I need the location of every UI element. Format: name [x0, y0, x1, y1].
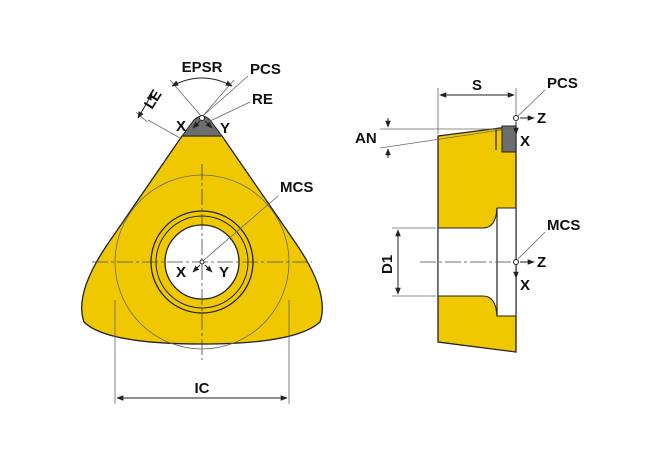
mcs-side-label: MCS: [547, 217, 580, 234]
an-label: AN: [355, 130, 377, 147]
pcs-front-point: [199, 115, 205, 121]
ic-label: IC: [195, 380, 210, 397]
center-x-label: X: [176, 264, 186, 281]
an-ray-angled: [379, 127, 515, 149]
mcs-front-point: [199, 259, 205, 265]
mcs-side-leader: [517, 231, 546, 260]
center-y-label: Y: [219, 264, 229, 281]
pcs-side-leader: [517, 89, 546, 117]
mid-x-label: X: [520, 277, 530, 294]
le-label: LE: [141, 87, 166, 112]
re-label: RE: [252, 91, 273, 108]
epsr-ray-left: [169, 79, 203, 118]
epsr-arc: [171, 77, 233, 87]
epsr-label: EPSR: [182, 59, 223, 76]
le-dimension-line: [137, 93, 153, 119]
mcs-front-leader: [203, 195, 279, 261]
tip-y-arrow: [204, 120, 213, 129]
le-ext-2: [147, 119, 181, 139]
top-z-label: Z: [537, 110, 546, 127]
tip-x-label: X: [176, 118, 186, 135]
tip-y-label: Y: [220, 120, 230, 137]
pcs-front-leader: [203, 75, 249, 116]
pcs-side-label: PCS: [547, 75, 578, 92]
pcs-side-point: [513, 115, 519, 121]
re-leader: [207, 101, 251, 123]
center-y-arrow: [204, 264, 213, 273]
side-cutting-tip: [501, 125, 517, 153]
tip-x-arrow: [192, 120, 201, 129]
center-x-arrow: [192, 264, 201, 273]
front-view: IC EPSR PCS RE LE X Y MCS X Y: [81, 59, 323, 404]
mcs-front-label: MCS: [280, 179, 313, 196]
d1-label: D1: [379, 255, 396, 274]
le-ext-1: [135, 111, 148, 123]
mid-z-label: Z: [537, 254, 546, 271]
pcs-front-label: PCS: [250, 61, 281, 78]
s-label: S: [472, 77, 482, 94]
top-x-label: X: [520, 133, 530, 150]
epsr-ray-right: [201, 79, 235, 118]
mcs-side-point: [513, 259, 519, 265]
side-view: S PCS Z X AN D1 MCS Z X: [355, 75, 580, 353]
